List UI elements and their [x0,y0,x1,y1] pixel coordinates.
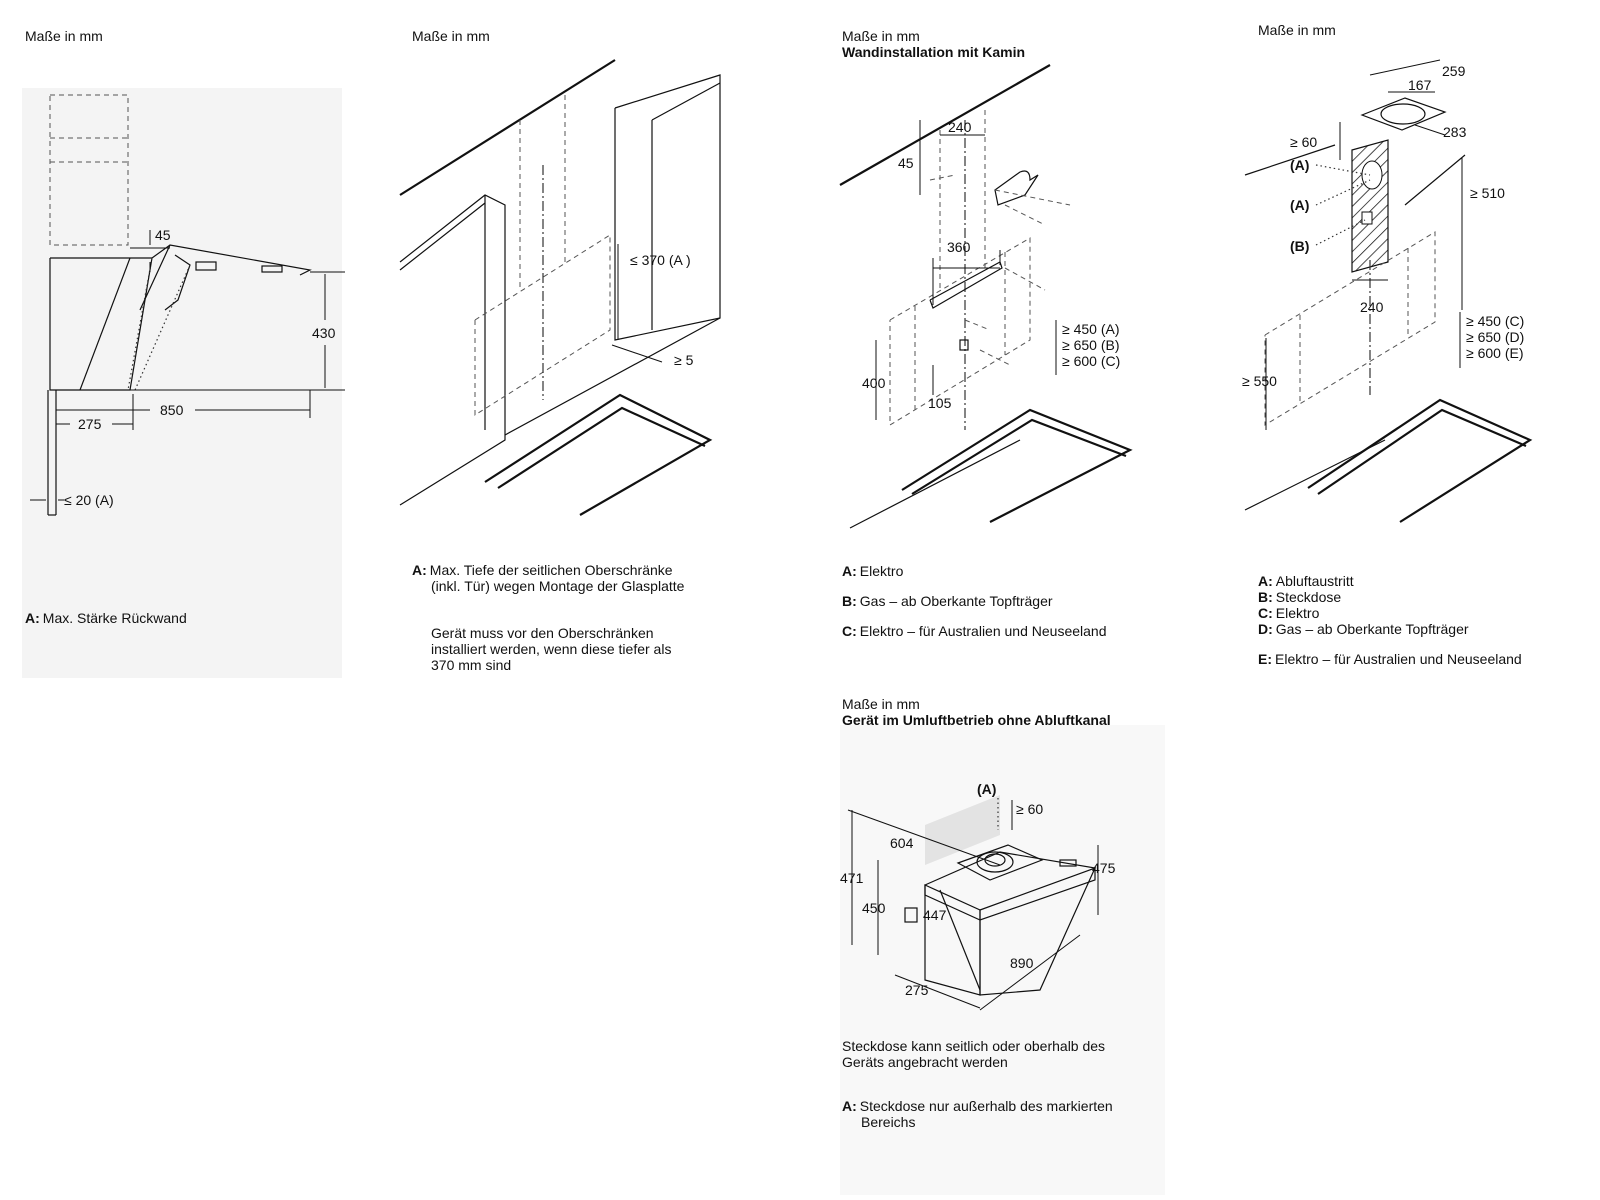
panel1-legend: A:Max. Stärke Rückwand [25,610,187,626]
panel-cabinet-view: Maße in mm ≤ 370 (A ) ≥ 5 A:Max. Tiefe d… [399,0,780,700]
legend-item: A:Abluftaustritt [1258,573,1354,589]
legend-item: E:Elektro – für Australien und Neuseelan… [1258,651,1522,667]
panel2-heading: Maße in mm [412,28,490,44]
dim-45: 45 [155,227,171,243]
dim-650-d: ≥ 650 (D) [1466,329,1524,345]
dim-60: ≥ 60 [1016,801,1043,817]
dim-600-c: ≥ 600 (C) [1062,353,1120,369]
panel3-legend: A:Elektro B:Gas – ab Oberkante Topfträge… [842,563,1107,639]
dim-60: ≥ 60 [1290,134,1317,150]
panel3-heading: Maße in mm [842,28,920,44]
dim-370-a: ≤ 370 (A ) [630,252,691,268]
panel-recirculation: Maße in mm Gerät im Umluftbetrieb ohne A… [830,690,1190,1195]
panel5-subheading: Gerät im Umluftbetrieb ohne Abluftkanal [842,712,1111,728]
cabinet-view-drawing: ≤ 370 (A ) ≥ 5 [399,59,721,516]
dim-5: ≥ 5 [674,352,694,368]
legend-item: A:Max. Stärke Rückwand [25,610,187,626]
dim-850: 850 [160,402,184,418]
side-view-drawing: 45 430 850 275 ≤ 20 (A) [22,88,345,678]
dim-471: 471 [840,870,864,886]
panel4-heading: Maße in mm [1258,22,1336,38]
label-a-socket: (A) [977,781,996,797]
label-a-outlet: (A) [1290,157,1309,173]
legend-item: B:Gas – ab Oberkante Topfträger [842,593,1053,609]
dim-475: 475 [1092,860,1116,876]
dim-447: 447 [923,907,947,923]
dim-600-e: ≥ 600 (E) [1466,345,1523,361]
dim-400: 400 [862,375,886,391]
note-line: 370 mm sind [431,657,512,673]
dim-604: 604 [890,835,914,851]
dim-283: 283 [1443,124,1467,140]
dim-360: 360 [947,239,971,255]
note-line: Steckdose kann seitlich oder oberhalb de… [842,1038,1106,1054]
dim-259: 259 [1442,63,1466,79]
panel4-legend: A:Abluftaustritt B:Steckdose C:Elektro D… [1258,573,1522,667]
chimney-view-drawing: 259 167 283 ≥ 60 (A) (A) (B) [1242,59,1533,523]
legend-item-cont: (inkl. Tür) wegen Montage der Glasplatte [431,578,685,594]
note-line: Gerät muss vor den Oberschränken [431,625,654,641]
panel3-subheading: Wandinstallation mit Kamin [842,44,1026,60]
legend-item: A:Max. Tiefe der seitlichen Oberschränke [412,562,673,578]
legend-item: B:Steckdose [1258,589,1342,605]
panel2-note: Gerät muss vor den Oberschränken install… [431,625,671,673]
dim-240: 240 [948,119,972,135]
panel-wall-installation: Maße in mm Wandinstallation mit Kamin 24… [830,0,1190,660]
legend-item: C:Elektro [1258,605,1320,621]
legend-item: D:Gas – ab Oberkante Topfträger [1258,621,1469,637]
label-b-socket: (B) [1290,238,1309,254]
dim-430: 430 [312,325,336,341]
dim-510: ≥ 510 [1470,185,1505,201]
dim-240: 240 [1360,299,1384,315]
panel-chimney-view: Maße in mm 259 167 283 ≥ 60 (A) (A) (B) [1230,0,1600,680]
panel5-heading: Maße in mm [842,696,920,712]
dim-550: ≥ 550 [1242,373,1277,389]
note-line: installiert werden, wenn diese tiefer al… [431,641,672,657]
panel2-legend: A:Max. Tiefe der seitlichen Oberschränke… [412,562,684,594]
dim-450-a: ≥ 450 (A) [1062,321,1119,337]
dim-650-b: ≥ 650 (B) [1062,337,1119,353]
note-line: Geräts angebracht werden [842,1054,1008,1070]
dim-105: 105 [928,395,952,411]
dim-20-a: ≤ 20 (A) [64,492,114,508]
label-a-outlet-2: (A) [1290,197,1309,213]
legend-item: A:Elektro [842,563,904,579]
recirculation-drawing: (A) ≥ 60 604 471 450 447 475 890 275 [840,725,1165,1195]
dim-450-c: ≥ 450 (C) [1466,313,1524,329]
legend-item: C:Elektro – für Australien und Neuseelan… [842,623,1107,639]
dim-45: 45 [898,155,914,171]
legend-item: A:Steckdose nur außerhalb des markierten [842,1098,1113,1114]
dim-450: 450 [862,900,886,916]
dim-890: 890 [1010,955,1034,971]
dim-167: 167 [1408,77,1432,93]
panel-side-view: Maße in mm 45 430 85 [0,0,360,680]
dim-275: 275 [78,416,102,432]
wall-installation-drawing: 240 45 360 400 105 ≥ 450 (A) ≥ 650 (B) ≥… [839,64,1133,529]
legend-item-cont: Bereichs [861,1114,916,1130]
panel5-legend: A:Steckdose nur außerhalb des markierten… [842,1098,1113,1130]
panel5-note: Steckdose kann seitlich oder oberhalb de… [842,1038,1105,1070]
dim-275: 275 [905,982,929,998]
panel1-heading: Maße in mm [25,28,103,44]
